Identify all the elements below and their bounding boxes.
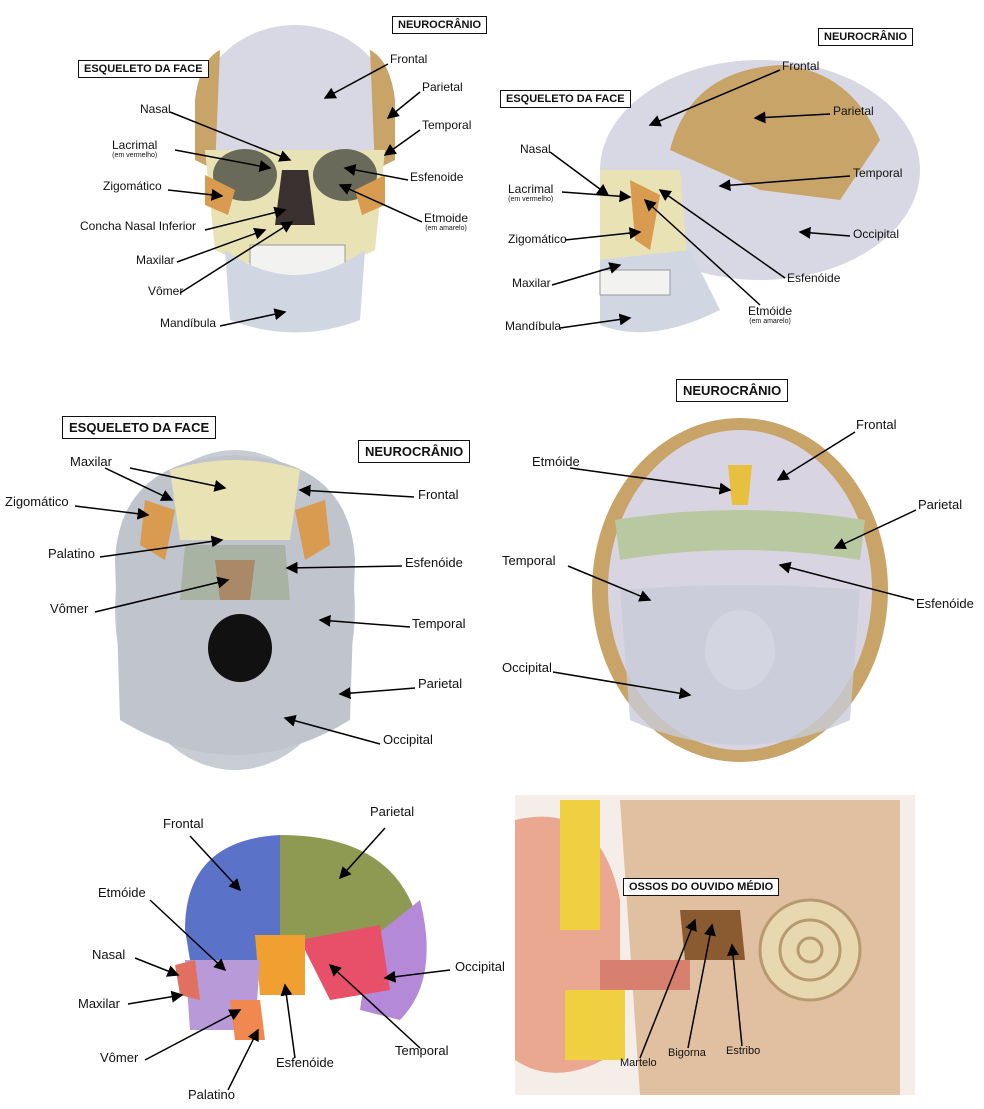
label-parietal: Parietal <box>422 80 463 94</box>
label-frontal: Frontal <box>163 816 204 831</box>
label-vomer: Vômer <box>148 284 184 298</box>
label-etmoide: Etmóide <box>98 885 146 900</box>
label-zigomatico: Zigomático <box>508 232 567 246</box>
label-palatino: Palatino <box>188 1087 235 1102</box>
label-palatino: Palatino <box>48 546 95 561</box>
label-lacrimal-name: Lacrimal <box>508 182 554 196</box>
label-occipital: Occipital <box>383 732 433 747</box>
label-etmoide-note: (em amarelo) <box>425 225 467 232</box>
label-esfenoide: Esfenoide <box>410 170 464 184</box>
label-esfenoide: Esfenóide <box>916 596 974 611</box>
neurocranio-box-base: NEUROCRÂNIO <box>676 379 789 402</box>
label-martelo: Martelo <box>620 1057 657 1069</box>
label-temporal: Temporal <box>502 553 556 568</box>
label-esfenoide: Esfenóide <box>787 271 841 285</box>
label-bigorna: Bigorna <box>668 1047 706 1059</box>
label-maxilar: Maxilar <box>78 996 120 1011</box>
label-mandibula: Mandíbula <box>505 319 562 333</box>
label-temporal: Temporal <box>395 1043 449 1058</box>
label-occipital: Occipital <box>455 959 505 974</box>
label-temporal: Temporal <box>422 118 472 132</box>
leader-arrows <box>74 63 917 1091</box>
label-maxilar: Maxilar <box>136 253 175 267</box>
label-nasal: Nasal <box>520 142 551 156</box>
label-occipital: Occipital <box>502 660 552 675</box>
face-skeleton-box-front: ESQUELETO DA FACE <box>78 60 209 78</box>
label-etmoide: Etmoide(em amarelo) <box>424 211 468 233</box>
label-vomer: Vômer <box>100 1050 139 1065</box>
label-temporal: Temporal <box>853 166 903 180</box>
inferior-skull <box>115 450 355 770</box>
label-parietal: Parietal <box>418 676 463 691</box>
label-frontal: Frontal <box>390 52 428 66</box>
label-occipital: Occipital <box>853 227 900 241</box>
ear-illustration <box>515 795 915 1095</box>
neurocranio-box-front: NEUROCRÂNIO <box>392 16 488 34</box>
label-etmoide: Etmóide(em amarelo) <box>748 304 792 326</box>
lateral-skull <box>599 60 920 333</box>
label-nasal: Nasal <box>92 947 126 962</box>
cranial-base <box>592 418 888 762</box>
label-frontal: Frontal <box>418 487 459 502</box>
label-parietal: Parietal <box>918 497 963 512</box>
label-esfenoide: Esfenóide <box>405 555 463 570</box>
label-nasal: Nasal <box>140 102 171 116</box>
label-parietal: Parietal <box>833 104 874 118</box>
label-zigomatico: Zigomático <box>103 179 162 193</box>
label-etmoide-note: (em amarelo) <box>749 318 791 325</box>
label-temporal: Temporal <box>412 616 466 631</box>
label-maxilar: Maxilar <box>512 276 551 290</box>
sagittal-skull <box>175 835 427 1040</box>
label-parietal: Parietal <box>370 804 415 819</box>
label-vomer: Vômer <box>50 601 89 616</box>
label-etmoide-name: Etmoide <box>424 211 469 225</box>
label-esfenoide: Esfenóide <box>276 1055 334 1070</box>
neurocranio-box-inferior: NEUROCRÂNIO <box>358 440 471 463</box>
label-lacrimal-name: Lacrimal <box>112 138 158 152</box>
label-etmoide-name: Etmóide <box>748 304 793 318</box>
middle-ear-bones-box: OSSOS DO OUVIDO MÉDIO <box>623 878 780 896</box>
label-zigomatico: Zigomático <box>5 494 69 509</box>
label-maxilar: Maxilar <box>70 454 112 469</box>
label-mandibula: Mandíbula <box>160 316 217 330</box>
label-etmoide: Etmóide <box>532 454 580 469</box>
front-skull <box>195 25 395 333</box>
label-lacrimal: Lacrimal(em vermelho) <box>112 138 157 160</box>
face-skeleton-box-lateral: ESQUELETO DA FACE <box>500 90 631 108</box>
face-skeleton-box-inferior: ESQUELETO DA FACE <box>62 416 217 439</box>
label-lacrimal: Lacrimal(em vermelho) <box>508 182 553 204</box>
label-frontal: Frontal <box>782 59 820 73</box>
label-frontal: Frontal <box>856 417 897 432</box>
label-lacrimal-note: (em vermelho) <box>508 196 554 203</box>
label-estribo: Estribo <box>726 1045 761 1057</box>
neurocranio-box-lateral: NEUROCRÂNIO <box>818 28 914 46</box>
label-lacrimal-note: (em vermelho) <box>112 152 158 159</box>
label-concha: Concha Nasal Inferior <box>80 219 197 233</box>
